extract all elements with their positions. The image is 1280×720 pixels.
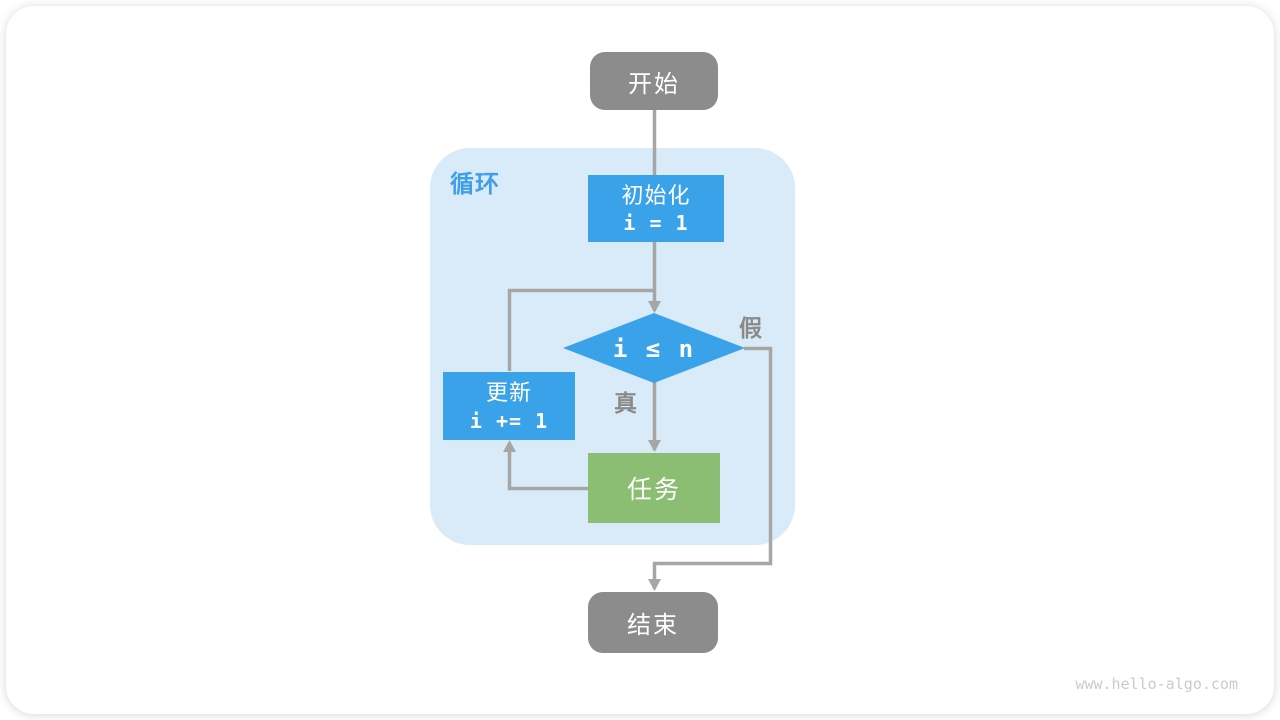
node-end-label: 结束 (627, 612, 679, 639)
arrowhead-update-bottom (503, 440, 516, 452)
node-task-label: 任务 (626, 476, 681, 504)
node-end: 结束 (588, 592, 718, 653)
edge-update-feedback (507, 288, 655, 371)
arrowhead-condition-top (648, 301, 661, 313)
node-update: 更新 i += 1 (443, 372, 575, 440)
arrowhead-end-top (648, 579, 661, 591)
node-condition: i ≤ n (563, 313, 745, 383)
watermark: www.hello-algo.com (1075, 675, 1238, 693)
node-start-label: 开始 (628, 70, 680, 98)
arrowhead-task-top (648, 440, 661, 452)
node-init-title: 初始化 (621, 182, 691, 208)
condition-diamond-shape: i ≤ n (563, 313, 745, 383)
node-update-title: 更新 (485, 380, 532, 406)
node-init-code: i = 1 (623, 211, 689, 236)
loop-label: 循环 (450, 171, 500, 198)
node-condition-label: i ≤ n (613, 335, 695, 363)
node-task: 任务 (588, 453, 720, 523)
edge-label-false: 假 (739, 315, 762, 341)
edge-label-true: 真 (614, 390, 637, 416)
edge-task-update (507, 443, 589, 491)
node-update-code: i += 1 (469, 408, 549, 433)
edge-condition-end (652, 346, 773, 589)
node-init: 初始化 i = 1 (588, 175, 724, 242)
node-start: 开始 (590, 52, 718, 110)
